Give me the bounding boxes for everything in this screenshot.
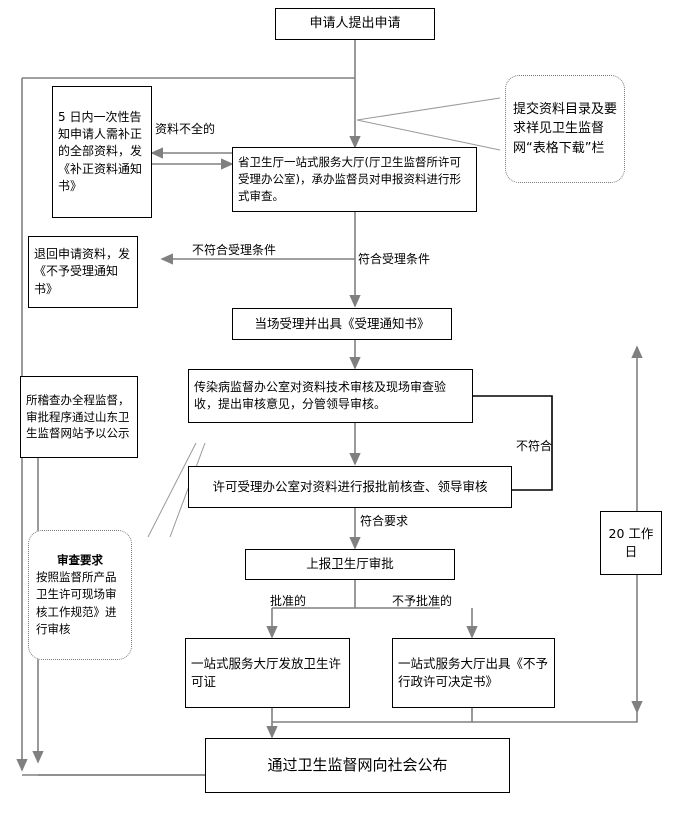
node-tech-review[interactable]: 传染病监督办公室对资料技术审核及现场审查验收，提出审核意见，分管领导审核。 <box>188 369 473 423</box>
node-pre-approval-label: 许可受理办公室对资料进行报批前核查、领导审核 <box>212 478 488 494</box>
node-correction[interactable]: 5 日内一次性告知申请人需补正的全部资料，发《补正资料通知书》 <box>52 86 152 218</box>
edge-label-not-approved-text: 不予批准的 <box>392 594 453 608</box>
edge-label-approved: 批准的 <box>270 592 306 609</box>
node-refuse-decision[interactable]: 一站式服务大厅出具《不予行政许可决定书》 <box>392 638 555 708</box>
edge-label-meet-accept: 符合受理条件 <box>358 250 430 267</box>
edge-label-incomplete-text: 资料不全的 <box>155 122 216 136</box>
node-pre-approval[interactable]: 许可受理办公室对资料进行报批前核查、领导审核 <box>188 466 512 508</box>
node-publish-label: 通过卫生监督网向社会公布 <box>267 755 448 774</box>
node-correction-label: 5 日内一次性告知申请人需补正的全部资料，发《补正资料通知书》 <box>58 109 143 194</box>
edge-label-meets-requirement-text: 符合要求 <box>360 514 409 528</box>
node-accept-label: 当场受理并出具《受理通知书》 <box>254 315 430 331</box>
node-formal-review-label: 省卫生厅一站式服务大厅(厅卫生监督所许可受理办公室)，承办监督员对申报资料进行形… <box>238 155 461 203</box>
node-reject-return-label: 退回申请资料，发《不予受理通知书》 <box>34 246 131 296</box>
node-supervision-note-label: 所稽查办全程监督，审批程序通过山东卫生监督网站予以公示 <box>26 392 130 441</box>
callout-review-requirement-text: 审查要求 按照监督所产品卫生许可现场审核工作规范》进行审核 <box>29 549 131 641</box>
edge-label-incomplete: 资料不全的 <box>155 120 215 137</box>
edge-label-not-approved: 不予批准的 <box>392 592 452 609</box>
callout-materials-note[interactable]: 提交资料目录及要求祥见卫生监督网“表格下载”栏 <box>505 75 625 183</box>
edge-label-meets-requirement: 符合要求 <box>360 512 408 529</box>
node-formal-review[interactable]: 省卫生厅一站式服务大厅(厅卫生监督所许可受理办公室)，承办监督员对申报资料进行形… <box>232 147 477 212</box>
edge-label-not-conform: 不符合 <box>516 437 552 454</box>
edge-label-approved-text: 批准的 <box>270 594 307 608</box>
callout-review-requirement-body: 按照监督所产品卫生许可现场审核工作规范》进行审核 <box>36 570 117 636</box>
node-apply[interactable]: 申请人提出申请 <box>275 8 435 40</box>
edge-label-not-meet-accept-text: 不符合受理条件 <box>192 243 277 257</box>
node-refuse-decision-label: 一站式服务大厅出具《不予行政许可决定书》 <box>398 655 549 689</box>
callout-review-requirement-title: 审查要求 <box>57 552 103 567</box>
callout-review-requirement[interactable]: 审查要求 按照监督所产品卫生许可现场审核工作规范》进行审核 <box>28 530 132 660</box>
node-issue-license-label: 一站式服务大厅发放卫生许可证 <box>191 655 342 689</box>
node-accept[interactable]: 当场受理并出具《受理通知书》 <box>232 308 452 340</box>
edge-label-not-meet-accept: 不符合受理条件 <box>192 241 276 258</box>
edge-label-not-conform-text: 不符合 <box>516 439 553 453</box>
node-submit-approval-label: 上报卫生厅审批 <box>306 556 394 572</box>
node-tech-review-label: 传染病监督办公室对资料技术审核及现场审查验收，提出审核意见，分管领导审核。 <box>194 379 447 411</box>
node-working-days[interactable]: 20 工作日 <box>600 511 662 575</box>
node-publish[interactable]: 通过卫生监督网向社会公布 <box>205 738 510 793</box>
node-working-days-label: 20 工作日 <box>608 525 654 559</box>
node-submit-approval[interactable]: 上报卫生厅审批 <box>245 549 455 580</box>
node-reject-return[interactable]: 退回申请资料，发《不予受理通知书》 <box>28 236 138 308</box>
node-supervision-note[interactable]: 所稽查办全程监督，审批程序通过山东卫生监督网站予以公示 <box>20 376 138 458</box>
node-apply-label: 申请人提出申请 <box>309 15 401 31</box>
node-issue-license[interactable]: 一站式服务大厅发放卫生许可证 <box>185 638 350 708</box>
edge-label-meet-accept-text: 符合受理条件 <box>358 252 431 266</box>
callout-materials-note-text: 提交资料目录及要求祥见卫生监督网“表格下载”栏 <box>513 101 618 156</box>
